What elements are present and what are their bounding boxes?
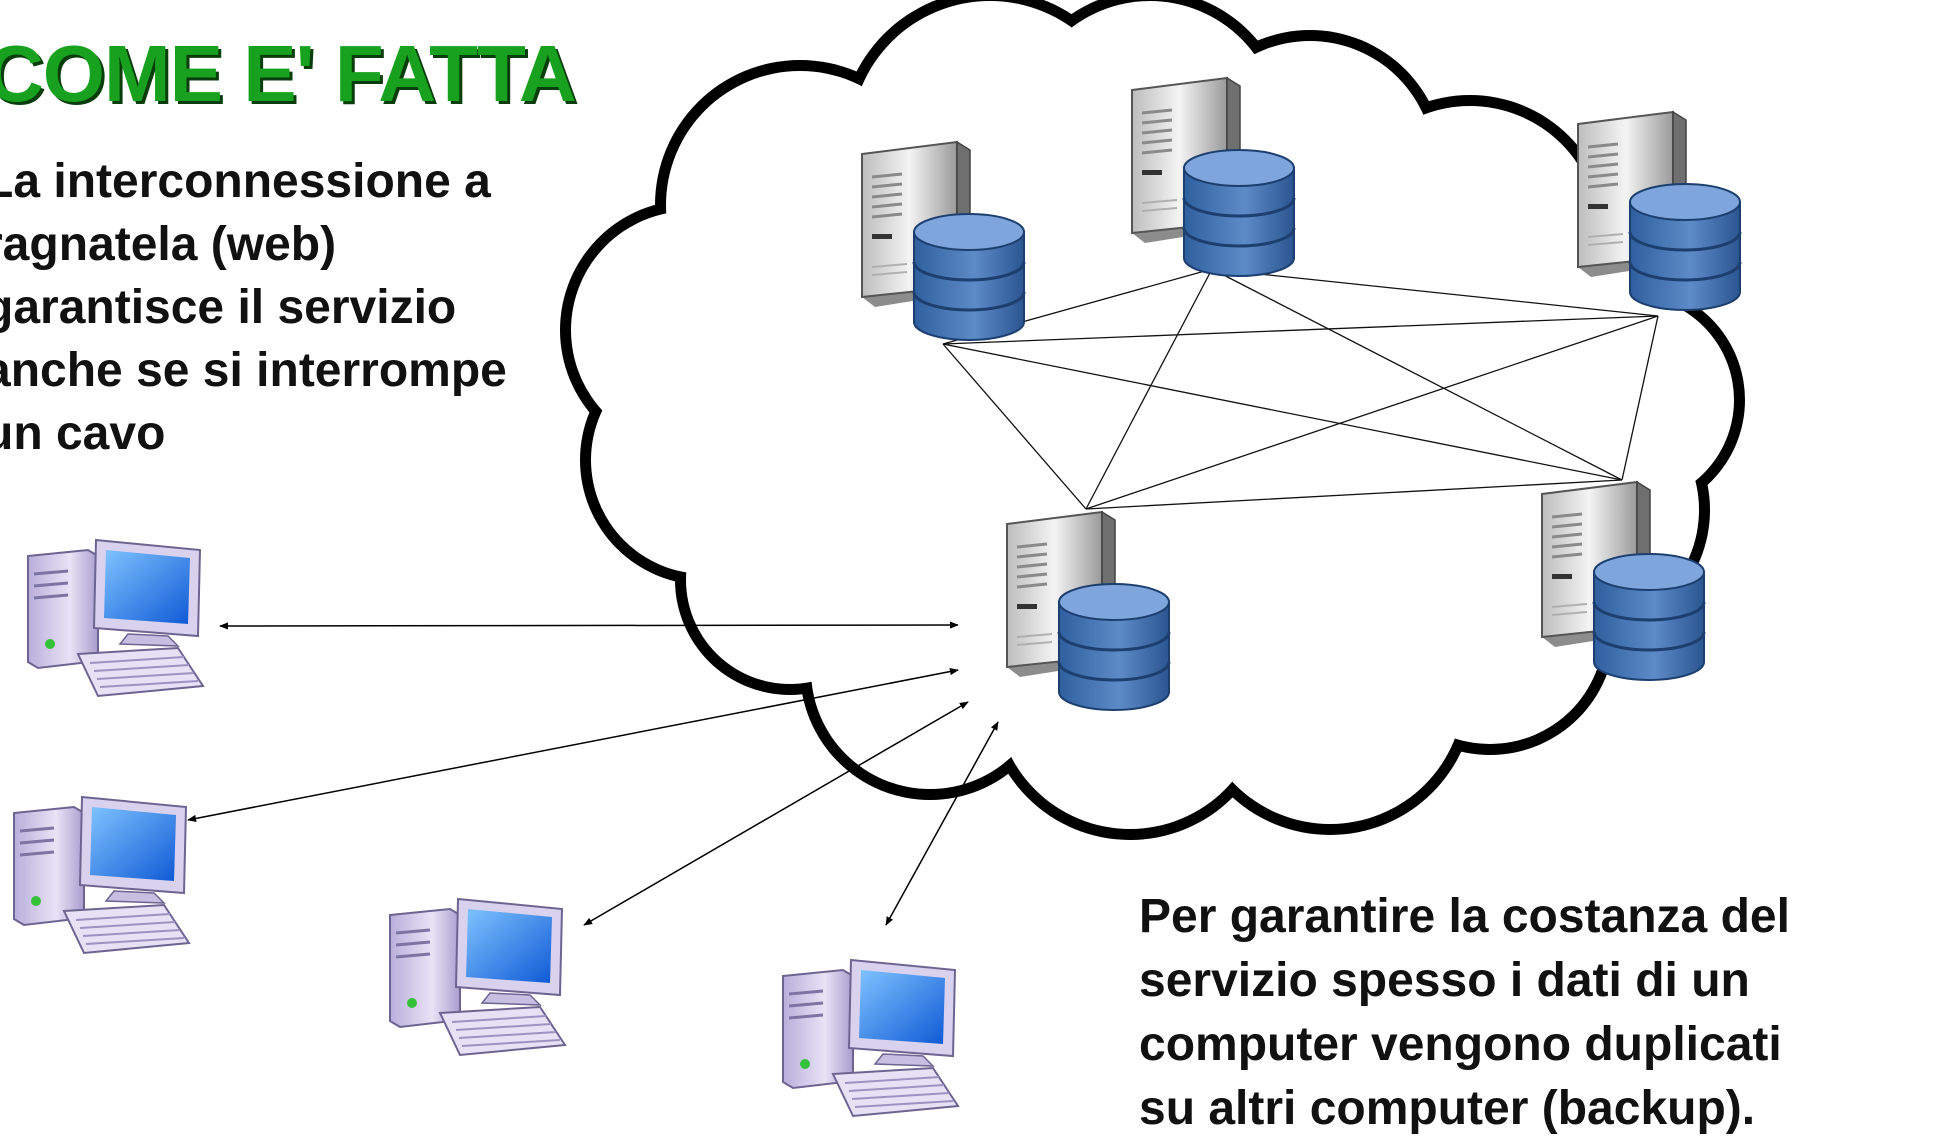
mesh-connections (942, 268, 1659, 510)
cloud-shape (560, 0, 1745, 840)
intro-line: anche se si interrompe (0, 344, 507, 397)
desktop-computer-icon[interactable] (781, 958, 960, 1118)
note-line: su altri computer (backup). (1139, 1082, 1756, 1135)
note-line: computer vengono duplicati (1139, 1018, 1782, 1071)
note-line: servizio spesso i dati di un (1139, 954, 1750, 1007)
note-line: Per garantire la costanza del (1139, 890, 1790, 943)
intro-line: La interconnessione a (0, 155, 491, 208)
intro-text: La interconnessione a ragnatela (web) ga… (0, 150, 584, 465)
desktop-computer-icon[interactable] (26, 538, 205, 698)
intro-line: un cavo (0, 407, 166, 460)
client-connections (187, 621, 999, 926)
intro-line: garantisce il servizio (0, 281, 457, 334)
desktop-computer-icon[interactable] (388, 897, 567, 1057)
desktop-computer-icon[interactable] (12, 795, 191, 955)
page-title: COME E' FATTA (0, 29, 577, 118)
intro-line: ragnatela (web) (0, 218, 337, 271)
backup-note: Per garantire la costanza del servizio s… (1139, 885, 1939, 1141)
